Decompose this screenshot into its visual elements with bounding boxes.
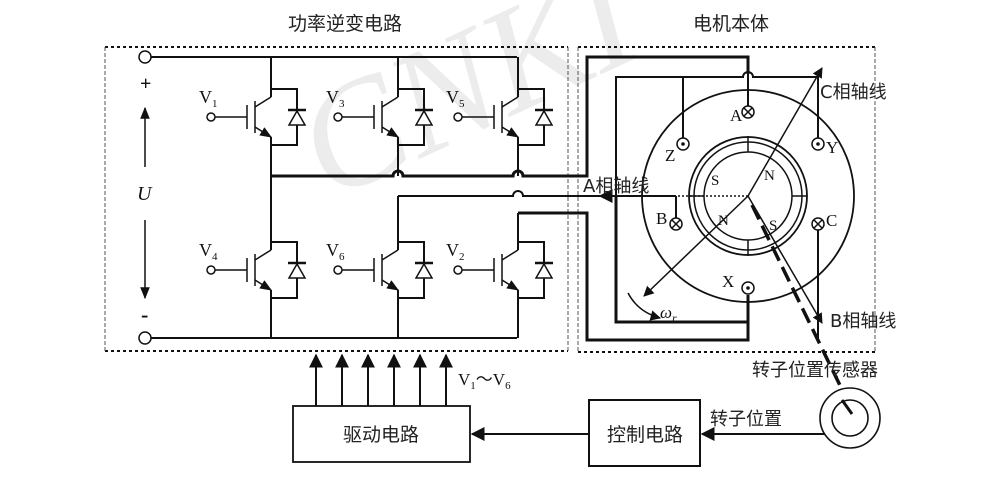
terminal-x-out-of-page-icon bbox=[741, 281, 755, 295]
igbt-switch-v4: V4 bbox=[199, 176, 307, 338]
rotor-position-sensor-label: 转子位置传感器 bbox=[752, 360, 878, 381]
minus-label: - bbox=[141, 302, 148, 327]
terminal-c-into-page-icon bbox=[811, 217, 825, 231]
gate-signals-label: V1～V6 bbox=[458, 370, 511, 392]
phase-wires bbox=[271, 55, 750, 342]
b-axis-label: B相轴线 bbox=[830, 311, 896, 332]
terminal-label-z: Z bbox=[665, 146, 675, 165]
sensor-inner-ring bbox=[831, 399, 869, 437]
rotor-pole-n2: N bbox=[718, 213, 729, 229]
terminal-b-into-page-icon bbox=[669, 217, 683, 231]
switch-label: V3 bbox=[326, 87, 345, 110]
igbt-switch-v6: V6 bbox=[326, 196, 434, 338]
drive-circuit-label: 驱动电路 bbox=[343, 424, 419, 446]
negative-terminal bbox=[138, 331, 152, 345]
switch-label: V1 bbox=[199, 87, 218, 110]
diode-icon bbox=[534, 109, 554, 126]
terminal-y-out-of-page-icon bbox=[811, 137, 825, 151]
a-axis-label: A相轴线 bbox=[583, 176, 649, 197]
gate-terminal bbox=[333, 112, 343, 122]
terminal-z-out-of-page-icon bbox=[676, 137, 690, 151]
gate-terminal bbox=[453, 112, 463, 122]
diode-icon bbox=[287, 109, 307, 126]
voltage-label: U bbox=[137, 183, 153, 205]
rotor-flux-arrow bbox=[643, 195, 749, 297]
sensor-shaft-line bbox=[750, 204, 854, 411]
switch-label: V6 bbox=[326, 240, 345, 263]
b-axis-arrow bbox=[747, 195, 823, 324]
diode-icon bbox=[534, 262, 554, 279]
positive-terminal bbox=[138, 50, 152, 64]
rotation-arrow bbox=[627, 292, 662, 321]
control-circuit-box[interactable] bbox=[588, 399, 701, 467]
switch-label: V2 bbox=[446, 240, 465, 263]
c-axis-label: C相轴线 bbox=[820, 82, 887, 103]
igbt-switch-v5: V5 bbox=[446, 57, 554, 176]
inverter-box bbox=[104, 46, 569, 352]
rotor-position-label: 转子位置 bbox=[710, 409, 782, 430]
terminal-label-y: Y bbox=[826, 138, 838, 157]
gate-terminal bbox=[333, 265, 343, 275]
terminal-label-x: X bbox=[722, 272, 734, 291]
omega-label: ωr bbox=[660, 303, 677, 325]
gate-terminal bbox=[206, 112, 216, 122]
rotor-pole-n1: N bbox=[764, 168, 775, 184]
gate-terminal bbox=[453, 265, 463, 275]
igbt-switch-v2: V2 bbox=[446, 213, 554, 338]
gate-terminal bbox=[206, 265, 216, 275]
rotor-pole-s2: S bbox=[769, 218, 777, 234]
terminal-label-a: A bbox=[730, 106, 743, 125]
control-circuit-label: 控制电路 bbox=[607, 424, 683, 446]
diode-icon bbox=[414, 109, 434, 126]
rotor-position-sensor bbox=[819, 387, 881, 449]
switch-label: V4 bbox=[199, 240, 218, 263]
motor-title: 电机本体 bbox=[693, 13, 769, 35]
c-axis-arrow bbox=[747, 67, 823, 197]
terminal-a-into-page-icon bbox=[741, 105, 755, 119]
motor-wiring bbox=[614, 71, 819, 340]
inverter-title: 功率逆变电路 bbox=[288, 13, 402, 35]
diode-icon bbox=[414, 262, 434, 279]
diode-icon bbox=[287, 262, 307, 279]
drive-circuit-box[interactable] bbox=[292, 405, 471, 463]
rotor-pole-s1: S bbox=[711, 173, 719, 189]
sensor-pointer bbox=[840, 399, 854, 415]
terminal-label-c: C bbox=[826, 211, 837, 230]
plus-label: + bbox=[140, 73, 151, 95]
switch-label: V5 bbox=[446, 87, 465, 110]
terminal-label-b: B bbox=[656, 209, 667, 228]
igbt-switch-v1: V1 bbox=[199, 57, 307, 176]
